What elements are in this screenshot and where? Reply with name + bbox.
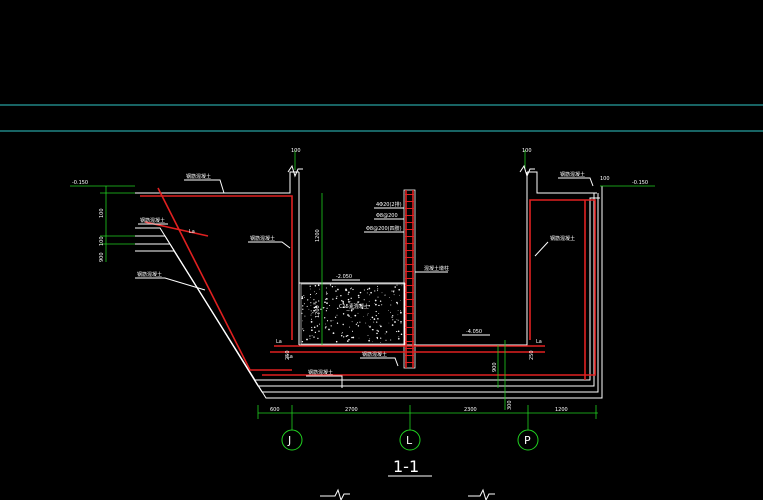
rebar-lines	[140, 187, 596, 380]
axis-label-l: L	[406, 434, 413, 447]
leader-bottom	[306, 375, 343, 388]
dimension-texts: 600 2700 2300 1200 100 100 900 100 100 1…	[99, 148, 610, 413]
axis-circle-l	[399, 429, 421, 451]
leader-base	[360, 357, 399, 367]
lap-la2: La	[276, 339, 282, 345]
dim-inner-3: 300	[507, 400, 513, 410]
column	[403, 189, 416, 369]
ann-bottom: 钢筋混凝土	[308, 369, 333, 376]
fill-concrete-block	[300, 283, 405, 345]
dim-inner-0: 1200	[315, 229, 321, 242]
axis-label-j: J	[287, 434, 291, 447]
elev-fill-top: -2.050	[336, 274, 352, 280]
ann-top-left: 钢筋混凝土	[186, 173, 211, 180]
dim-bottom-3: 1200	[555, 407, 568, 413]
elev-right-top: -0.150	[632, 180, 648, 186]
break-mark-1	[320, 488, 350, 500]
leader-wall-right	[534, 241, 549, 257]
ann-base: 钢筋混凝土	[362, 351, 387, 358]
dim-bottom-0: 600	[270, 407, 280, 413]
dimension-lines	[70, 150, 655, 430]
section-title: 1-1	[388, 457, 432, 477]
concrete-hatch	[301, 284, 403, 343]
ann-wall-right: 钢筋混凝土	[550, 235, 575, 242]
annotation-texts: 钢筋混凝土 钢筋混凝土 钢筋混凝土 钢筋混凝土 C15素混凝土 4Φ20(2排)…	[135, 171, 594, 388]
dim-left-2: 900	[99, 252, 105, 262]
axis-markers: J L P	[281, 429, 539, 451]
svg-text:1-1: 1-1	[393, 457, 419, 476]
ann-wall-left: 钢筋混凝土	[250, 235, 275, 242]
lap-la4: La	[287, 354, 293, 360]
dim-top-1: 100	[522, 148, 532, 154]
break-mark-top-r	[519, 164, 535, 178]
dim-left-1: 100	[99, 236, 105, 246]
leader-right-top	[558, 177, 594, 187]
ann-col-3: Φ8@200(四肢)	[366, 225, 402, 232]
ann-col-side: 混凝土墩柱	[424, 265, 449, 272]
ann-fill: C15素混凝土	[339, 303, 369, 310]
dim-inner-2: 900	[492, 362, 498, 372]
axis-circle-j	[281, 429, 303, 451]
lap-la: La	[189, 229, 195, 235]
elev-left-top: -0.150	[72, 180, 88, 186]
lap-la3: La	[536, 339, 542, 345]
leader-top-left	[184, 179, 225, 194]
ann-left-2: 钢筋混凝土	[137, 271, 162, 278]
dim-thk-0: 250	[285, 350, 291, 360]
dim-left-0: 100	[99, 208, 105, 218]
leader-wall-left	[248, 241, 291, 249]
dim-top-0: 100	[291, 148, 301, 154]
break-mark-top-l	[287, 164, 303, 178]
structure-outline	[135, 171, 603, 399]
axis-label-p: P	[524, 434, 531, 447]
break-mark-2	[468, 488, 495, 500]
dim-bottom-1: 2700	[345, 407, 358, 413]
ann-left-1: 钢筋混凝土	[140, 217, 165, 224]
leader-left-2	[135, 277, 206, 291]
ann-col-1: 4Φ20(2排)	[376, 201, 402, 208]
dim-thk-1: 250	[529, 350, 535, 360]
ann-col-2: Φ8@200	[376, 213, 398, 219]
dim-inner-1: 1200	[315, 305, 321, 318]
elev-floor: -4.050	[466, 329, 482, 335]
elevation-texts: -0.150 -0.150 -2.050 -4.050	[72, 180, 648, 336]
axis-circle-p	[517, 429, 539, 451]
dim-bottom-2: 2300	[464, 407, 477, 413]
dim-top-2: 100	[600, 176, 610, 182]
ann-right-top: 钢筋混凝土	[560, 171, 585, 178]
